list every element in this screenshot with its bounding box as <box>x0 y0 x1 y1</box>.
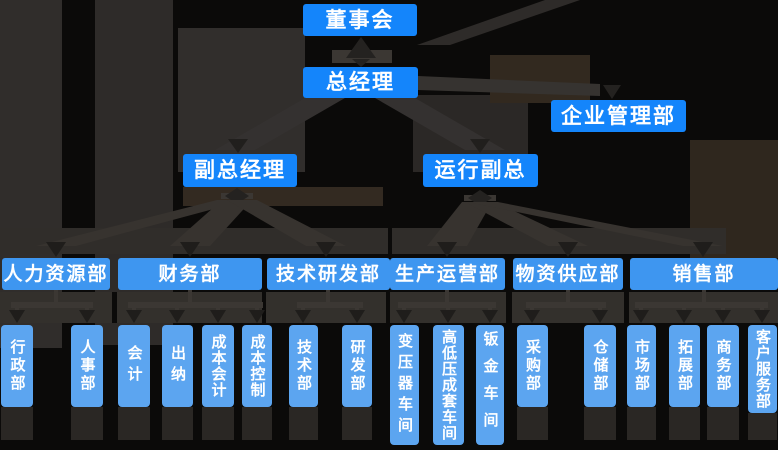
node-expansion-dept[interactable]: 拓展部 <box>669 325 700 407</box>
node-tech-rnd-dept[interactable]: 技术研发部 <box>267 258 390 290</box>
node-enterprise-management-dept[interactable]: 企业管理部 <box>551 100 686 132</box>
node-cost-control[interactable]: 成本控制 <box>242 325 272 407</box>
node-personnel-dept[interactable]: 人事部 <box>71 325 103 407</box>
node-transformer-workshop[interactable]: 变压器车间 <box>390 325 419 445</box>
node-hv-lv-assembly-workshop[interactable]: 高低压成套车间 <box>433 325 464 445</box>
node-warehouse-dept[interactable]: 仓储部 <box>584 325 616 407</box>
node-marketing-dept[interactable]: 市场部 <box>627 325 656 407</box>
node-sheet-metal-workshop[interactable]: 钣金车间 <box>476 325 504 445</box>
node-rd-dept[interactable]: 研发部 <box>342 325 372 407</box>
node-customer-service-dept[interactable]: 客户服务部 <box>748 325 777 413</box>
node-technical-dept[interactable]: 技术部 <box>289 325 318 407</box>
node-operations-vp[interactable]: 运行副总 <box>423 154 538 187</box>
node-finance-dept[interactable]: 财务部 <box>118 258 262 290</box>
node-cashier[interactable]: 出纳 <box>162 325 193 407</box>
node-board-of-directors[interactable]: 董事会 <box>303 4 417 36</box>
node-materials-supply-dept[interactable]: 物资供应部 <box>513 258 623 290</box>
node-hr-dept[interactable]: 人力资源部 <box>2 258 110 290</box>
node-general-manager[interactable]: 总经理 <box>303 67 418 98</box>
node-purchasing-dept[interactable]: 采购部 <box>517 325 548 407</box>
node-production-operations-dept[interactable]: 生产运营部 <box>390 258 505 290</box>
node-administration-dept[interactable]: 行政部 <box>1 325 33 407</box>
node-sales-dept[interactable]: 销售部 <box>630 258 778 290</box>
node-business-dept[interactable]: 商务部 <box>707 325 739 407</box>
node-cost-accounting[interactable]: 成本会计 <box>202 325 234 407</box>
node-accounting[interactable]: 会计 <box>118 325 150 407</box>
node-deputy-general-manager[interactable]: 副总经理 <box>183 154 297 187</box>
